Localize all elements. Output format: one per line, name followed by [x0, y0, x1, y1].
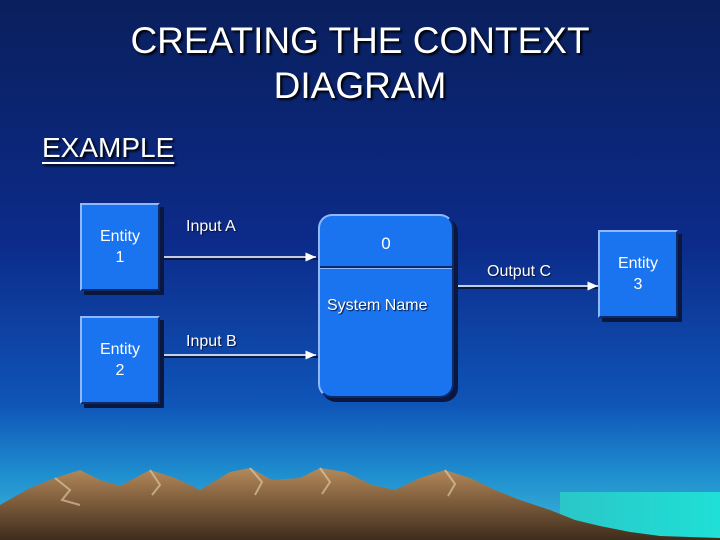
process-id: 0 [381, 234, 391, 253]
entity-2-box: Entity 2 [80, 316, 160, 404]
entity-3-name: Entity [617, 255, 658, 272]
flow-label-input-a: Input A [186, 218, 236, 235]
entity-1-box: Entity 1 [80, 203, 160, 291]
process-box: 0 [318, 214, 454, 398]
slide-title: CREATING THE CONTEXT DIAGRAM [0, 18, 720, 108]
title-line-1: CREATING THE CONTEXT [130, 20, 590, 61]
title-line-2: DIAGRAM [273, 65, 447, 106]
entity-1-number: 1 [115, 249, 125, 266]
mountain-range [0, 468, 720, 540]
flow-label-output-c: Output C [487, 263, 552, 280]
entity-1-name: Entity [99, 228, 140, 245]
entity-2-name: Entity [99, 341, 140, 358]
flow-label-input-b: Input B [186, 333, 237, 350]
mountain-highlights [54, 467, 457, 506]
process-divider [320, 266, 452, 269]
entity-3-number: 3 [633, 276, 643, 293]
entity-2-number: 2 [115, 362, 125, 379]
process-name: System Name [327, 297, 428, 314]
slide-subtitle: EXAMPLE [42, 132, 175, 163]
entity-3-box: Entity 3 [598, 230, 678, 318]
